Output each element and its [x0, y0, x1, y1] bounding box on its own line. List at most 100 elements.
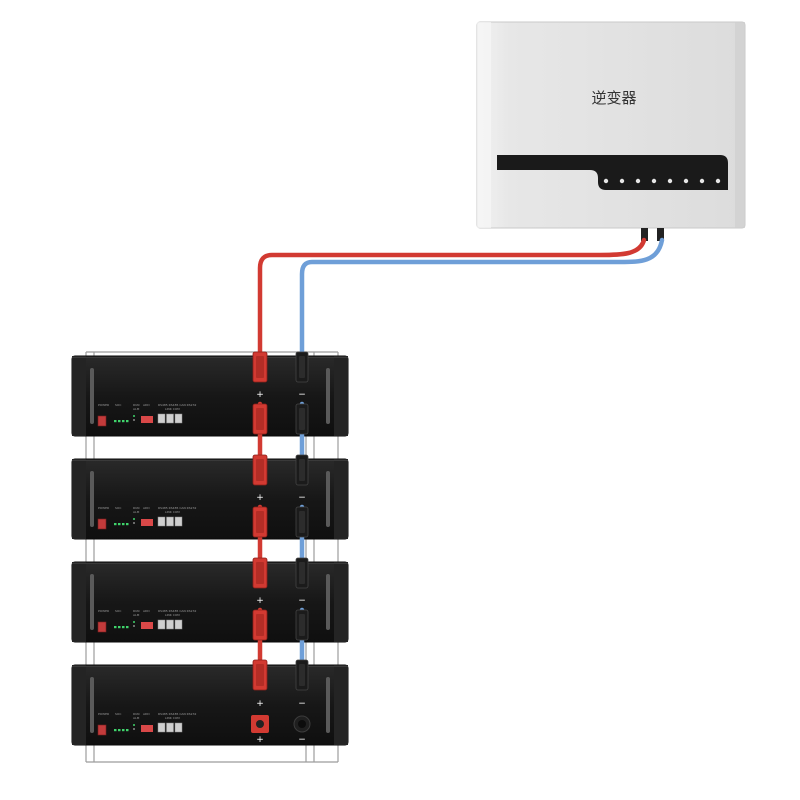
soc-label: SOC [115, 403, 121, 407]
negative-symbol: − [298, 699, 306, 709]
run-led-icon [133, 518, 135, 520]
positive-connector [252, 557, 268, 589]
handle-right [326, 368, 330, 424]
negative-connector [295, 403, 309, 435]
address-dip-switch[interactable] [141, 622, 153, 629]
address-dip-switch[interactable] [141, 519, 153, 526]
soc-label: SOC [115, 609, 121, 613]
comm-port[interactable] [166, 413, 174, 424]
soc-led-icon [126, 626, 129, 629]
negative-symbol: − [298, 493, 306, 503]
inverter-led [699, 178, 705, 184]
rack-ear-right [334, 665, 348, 745]
run-label: RUN [133, 403, 140, 407]
alm-led-icon [133, 522, 135, 524]
ports-label: RS485 RS485 CAN RS232 [158, 506, 196, 510]
handle-right [326, 677, 330, 733]
run-led-icon [133, 621, 135, 623]
handle-right [326, 574, 330, 630]
negative-connector [295, 454, 309, 486]
comm-port[interactable] [166, 722, 174, 733]
power-label: POWER [98, 506, 109, 510]
addr-label: ADD [143, 506, 150, 510]
address-dip-switch[interactable] [141, 725, 153, 732]
alm-label: ALM [133, 716, 140, 720]
inverter-led [603, 178, 609, 184]
negative-connector [295, 557, 309, 589]
negative-symbol: − [298, 596, 306, 606]
power-label: POWER [98, 609, 109, 613]
comm-port[interactable] [174, 413, 183, 424]
soc-led-icon [126, 523, 129, 526]
power-switch[interactable] [97, 724, 107, 736]
comm-port[interactable] [174, 619, 183, 630]
positive-connector [252, 403, 268, 435]
soc-led-icon [114, 626, 117, 629]
negative-main-cable [299, 237, 665, 355]
alm-led-icon [133, 419, 135, 421]
comm-port[interactable] [157, 722, 166, 733]
positive-symbol: + [256, 735, 264, 745]
comm-port[interactable] [166, 516, 174, 527]
positive-connector [252, 659, 268, 691]
comm-port[interactable] [157, 516, 166, 527]
comm-port[interactable] [166, 619, 174, 630]
comm-port[interactable] [174, 516, 183, 527]
negative-connector [295, 659, 309, 691]
negative-terminal-socket [298, 720, 306, 728]
address-dip-switch[interactable] [141, 416, 153, 423]
soc-led-icon [118, 523, 121, 526]
soc-led-icon [118, 729, 121, 732]
soc-led-icon [114, 523, 117, 526]
rack-ear-right [334, 459, 348, 539]
comm-port[interactable] [174, 722, 183, 733]
power-switch[interactable] [97, 621, 107, 633]
power-switch[interactable] [97, 518, 107, 530]
inverter-led [667, 178, 673, 184]
positive-symbol: + [256, 390, 264, 400]
rack-ear-right [334, 562, 348, 642]
power-switch[interactable] [97, 415, 107, 427]
rack-ear-right [334, 356, 348, 436]
comm-port[interactable] [157, 413, 166, 424]
alm-label: ALM [133, 407, 140, 411]
inverter-led [683, 178, 689, 184]
positive-connector [252, 351, 268, 383]
soc-led-icon [114, 729, 117, 732]
run-led-icon [133, 415, 135, 417]
negative-connector [295, 609, 309, 641]
inverter-label: 逆变器 [591, 89, 636, 107]
positive-main-cable [257, 237, 647, 355]
inverter-led [619, 178, 625, 184]
handle-left [90, 471, 94, 527]
soc-led-icon [118, 626, 121, 629]
rack-ear-left [72, 562, 86, 642]
rack-ear-left [72, 356, 86, 436]
inverter-led [715, 178, 721, 184]
ports-sub-label: LINK COM [165, 510, 180, 514]
alm-label: ALM [133, 613, 140, 617]
negative-symbol: − [298, 390, 306, 400]
negative-connector [295, 351, 309, 383]
soc-led-icon [122, 729, 125, 732]
run-label: RUN [133, 609, 140, 613]
alm-label: ALM [133, 510, 140, 514]
comm-port[interactable] [157, 619, 166, 630]
soc-led-icon [126, 420, 129, 423]
rack-ear-left [72, 665, 86, 745]
inverter-led [635, 178, 641, 184]
positive-symbol: + [256, 596, 264, 606]
addr-label: ADD [143, 712, 150, 716]
soc-led-icon [122, 420, 125, 423]
power-label: POWER [98, 403, 109, 407]
ports-label: RS485 RS485 CAN RS232 [158, 403, 196, 407]
ports-label: RS485 RS485 CAN RS232 [158, 712, 196, 716]
addr-label: ADD [143, 609, 150, 613]
run-led-icon [133, 724, 135, 726]
addr-label: ADD [143, 403, 150, 407]
